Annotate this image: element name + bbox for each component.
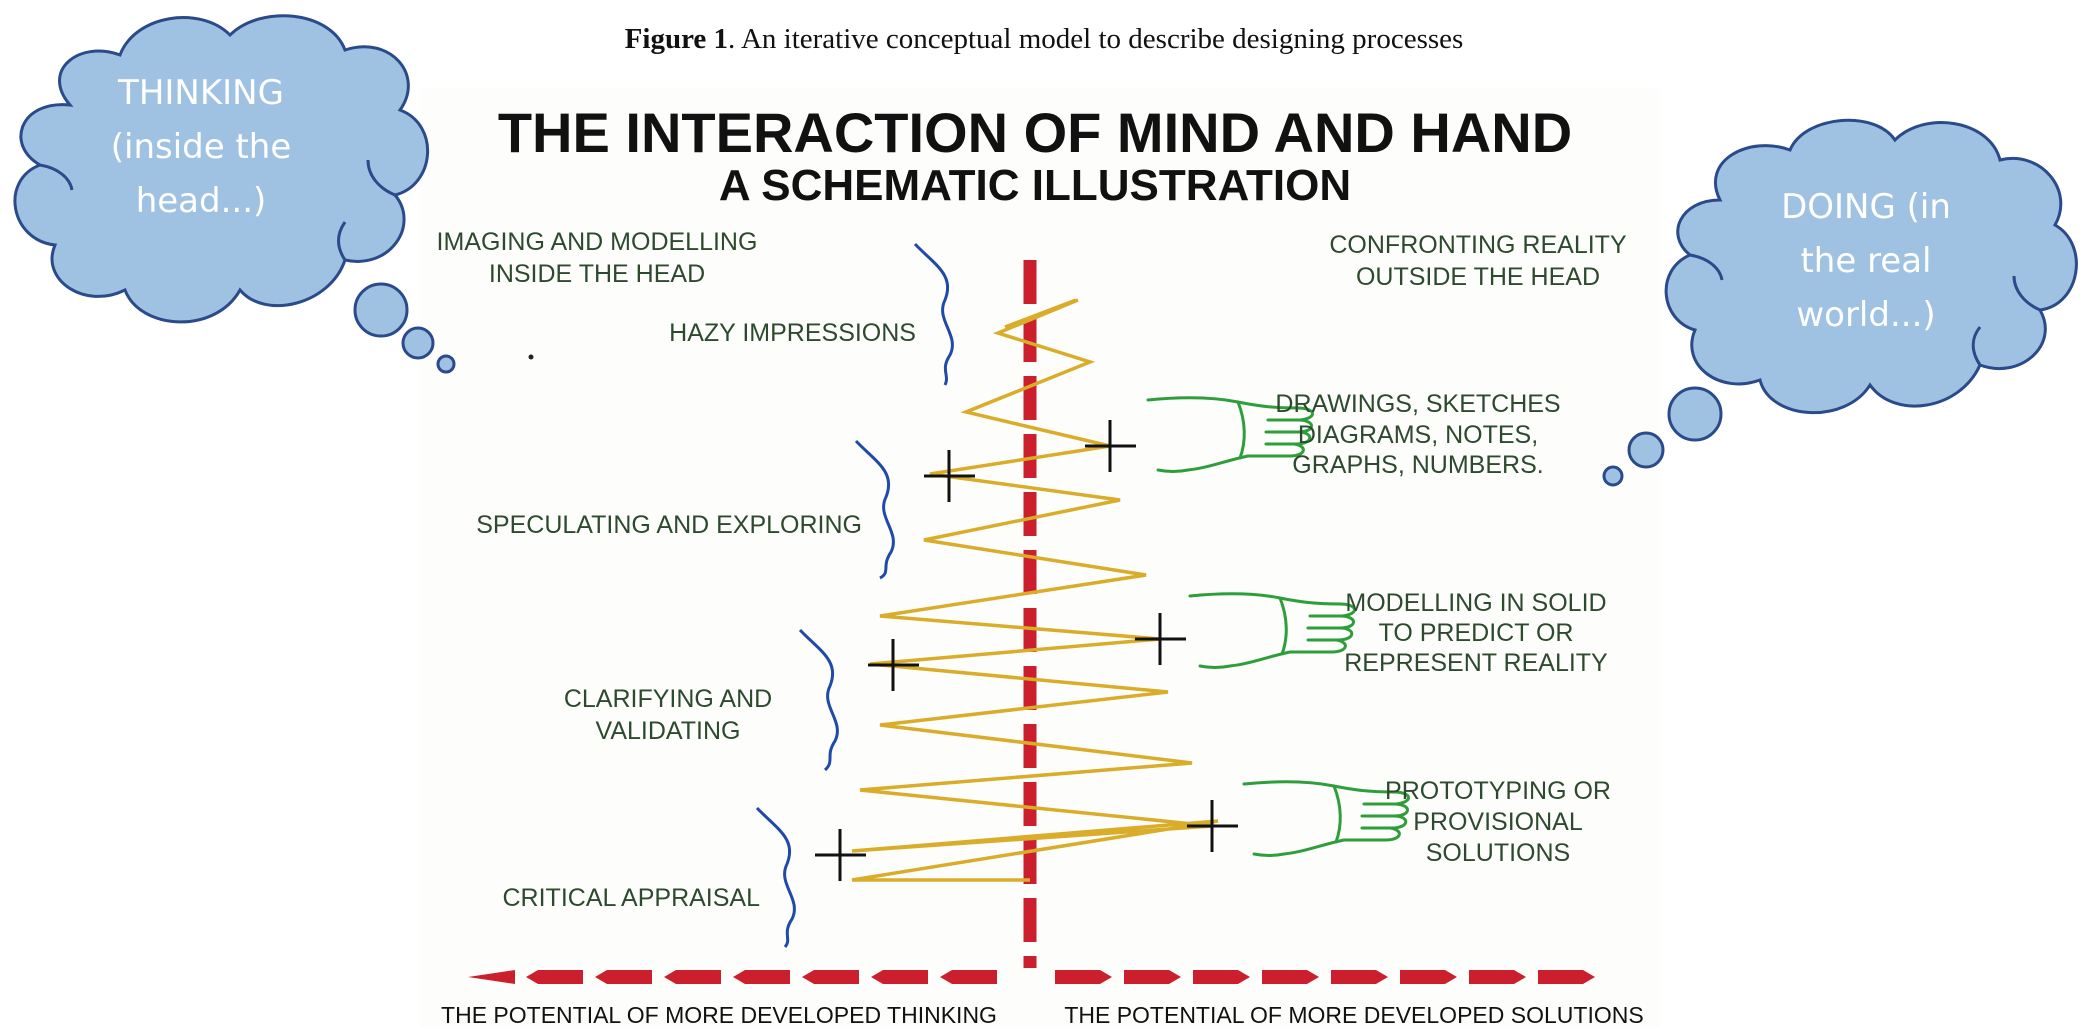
arrow-dash: [733, 970, 790, 984]
arrow-dash: [871, 970, 928, 984]
doing-line-3: world...): [1796, 295, 1935, 335]
arrow-dash: [1193, 970, 1250, 984]
stage-clarifying-line-2: VALIDATING: [596, 717, 741, 745]
arrow-dash: [1124, 970, 1181, 984]
stray-dot: [528, 354, 534, 360]
stage-modelling-line-3: REPRESENT REALITY: [1344, 649, 1608, 677]
doing-bubble-small: [1602, 465, 1624, 487]
figure-caption-label: Figure 1: [625, 23, 728, 55]
arrow-dash: [526, 970, 583, 984]
bottom-right-label: THE POTENTIAL OF MORE DEVELOPED SOLUTION…: [1064, 1002, 1643, 1028]
thinking-bubble-small: [436, 354, 456, 374]
right-header-line-1: CONFRONTING REALITY: [1329, 231, 1627, 259]
stage-prototyping-line-1: PROTOTYPING OR: [1385, 777, 1611, 805]
cross-marker-icon: [815, 829, 866, 881]
bottom-left-label: THE POTENTIAL OF MORE DEVELOPED THINKING: [441, 1002, 997, 1028]
diagram-subtitle: A SCHEMATIC ILLUSTRATION: [719, 161, 1351, 210]
stage-prototyping-line-3: SOLUTIONS: [1426, 839, 1570, 867]
cross-marker-icon: [1135, 613, 1186, 665]
doing-cloud: DOING (in the real world...): [1602, 118, 2078, 487]
arrow-dash: [1538, 970, 1595, 984]
doing-bubble-medium: [1627, 431, 1665, 469]
thinking-cloud-text: THINKING (inside the head...): [111, 73, 292, 221]
thinking-line-1: THINKING: [117, 73, 284, 113]
cross-marker-icon: [868, 639, 919, 691]
stage-modelling-line-1: MODELLING IN SOLID: [1345, 589, 1606, 617]
figure-caption-text: . An iterative conceptual model to descr…: [728, 23, 1463, 55]
arrow-dash: [1469, 970, 1526, 984]
left-header-line-1: IMAGING AND MODELLING: [437, 228, 758, 256]
arrow-dash: [940, 970, 997, 984]
thinking-cloud-inner-arc: [366, 159, 396, 197]
cross-marker-icon: [1187, 800, 1238, 852]
left-header-line-2: INSIDE THE HEAD: [489, 260, 705, 288]
squiggle-icon: [913, 242, 954, 386]
stage-modelling-line-2: TO PREDICT OR: [1379, 619, 1574, 647]
doing-cloud-inner-arc: [1689, 253, 1724, 281]
arrow-dash: [664, 970, 721, 984]
arrow-dash: [1331, 970, 1388, 984]
thinking-cloud-shape: [13, 14, 430, 324]
figure-caption: Figure 1. An iterative conceptual model …: [625, 23, 1464, 55]
right-stages: DRAWINGS, SKETCHES DIAGRAMS, NOTES, GRAP…: [1275, 390, 1611, 867]
stage-critical-appraisal: CRITICAL APPRAISAL: [503, 884, 761, 912]
doing-line-1: DOING (in: [1781, 187, 1951, 227]
stage-drawings-line-1: DRAWINGS, SKETCHES: [1275, 390, 1560, 418]
hand-icon: [1146, 396, 1314, 473]
left-stages: HAZY IMPRESSIONS SPECULATING AND EXPLORI…: [476, 319, 916, 912]
hand-icon: [1242, 780, 1410, 857]
doing-cloud-text: DOING (in the real world...): [1781, 187, 1951, 335]
doing-cloud-inner-arc: [1971, 326, 1982, 366]
stage-drawings-line-2: DIAGRAMS, NOTES,: [1298, 421, 1538, 449]
doing-bubble-large: [1667, 386, 1723, 442]
squiggle-icon: [755, 806, 796, 948]
cross-marker-icon: [1085, 420, 1136, 472]
stage-speculating-exploring: SPECULATING AND EXPLORING: [476, 511, 862, 539]
arrow-dash: [595, 970, 652, 984]
left-header: IMAGING AND MODELLING INSIDE THE HEAD: [437, 228, 758, 288]
thinking-bubble-large: [353, 282, 409, 338]
thinking-bubble-medium: [401, 326, 435, 360]
bottom-left-arrows: [468, 970, 997, 984]
stage-prototyping-line-2: PROVISIONAL: [1413, 808, 1583, 836]
doing-line-2: the real: [1800, 241, 1931, 281]
thinking-line-2: (inside the: [111, 127, 292, 167]
right-header: CONFRONTING REALITY OUTSIDE THE HEAD: [1329, 231, 1627, 291]
stage-drawings-line-3: GRAPHS, NUMBERS.: [1292, 451, 1543, 479]
hands: [1146, 396, 1410, 857]
right-header-line-2: OUTSIDE THE HEAD: [1356, 263, 1600, 291]
zigzag-line: [851, 298, 1219, 882]
squiggle-icon: [854, 439, 895, 580]
arrow-dash: [468, 970, 515, 984]
cross-markers: [815, 420, 1238, 881]
thinking-cloud-inner-arc: [337, 221, 347, 261]
thinking-cloud-inner-arc: [39, 163, 74, 191]
stage-hazy-impressions: HAZY IMPRESSIONS: [669, 319, 916, 347]
arrow-dash: [1400, 970, 1457, 984]
hand-icon: [1188, 592, 1356, 669]
diagram-title: THE INTERACTION OF MIND AND HAND: [498, 101, 1572, 164]
arrow-dash: [1262, 970, 1319, 984]
stage-clarifying-line-1: CLARIFYING AND: [564, 685, 772, 713]
cross-marker-icon: [924, 450, 975, 502]
thinking-cloud: THINKING (inside the head...): [13, 14, 456, 374]
squiggle-icon: [798, 628, 839, 772]
squiggles: [755, 242, 954, 948]
thinking-line-3: head...): [136, 181, 267, 221]
doing-cloud-inner-arc: [2012, 275, 2041, 312]
arrow-dash: [802, 970, 859, 984]
arrow-dash: [1055, 970, 1112, 984]
bottom-right-arrows: [1055, 970, 1595, 984]
